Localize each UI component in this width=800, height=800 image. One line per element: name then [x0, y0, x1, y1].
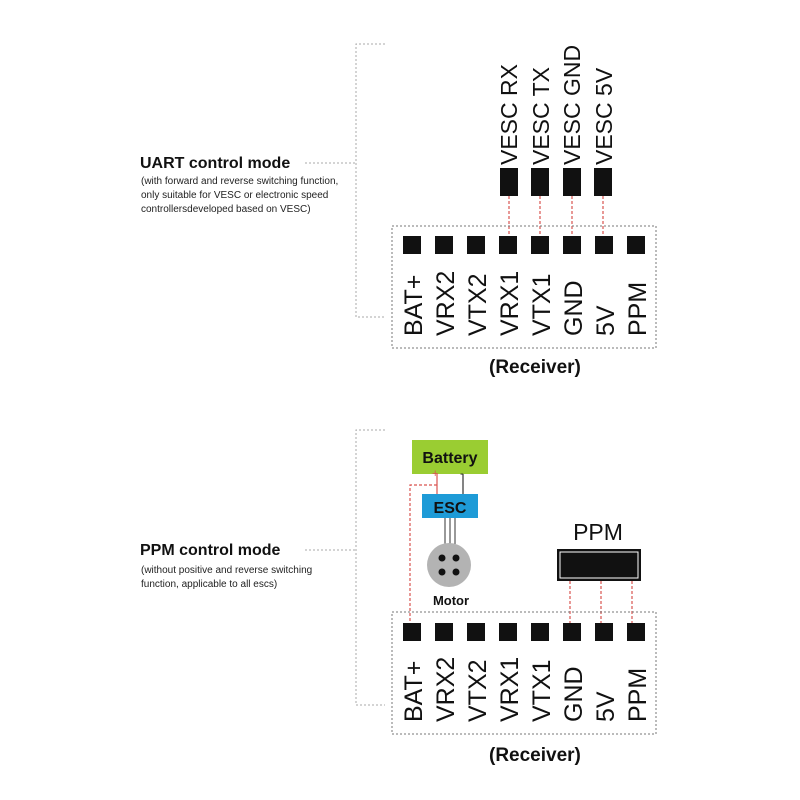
pin-vrx2: [435, 623, 453, 641]
ppm-desc-line-1: (without positive and reverse switching: [141, 565, 312, 576]
pin-label-vtx1: VTX1: [528, 659, 556, 722]
ppm-connector-outline: [559, 551, 639, 579]
ppm-title: PPM control mode: [140, 542, 281, 559]
bat-plus-wire: [409, 484, 437, 624]
wire-label-vesc-tx: VESC TX: [528, 67, 554, 165]
pin-5v: [595, 623, 613, 641]
ppm-bracket: [355, 429, 385, 706]
pin-label-5v: 5V: [592, 305, 620, 336]
motor-hole-icon: [452, 568, 460, 576]
connector-vesc-gnd: [563, 168, 581, 196]
pin-label-bat-plus: BAT+: [400, 661, 428, 722]
pin-label-vrx2: VRX2: [432, 271, 460, 336]
uart-pins: [403, 236, 645, 254]
pin-ppm: [627, 236, 645, 254]
motor-icon: [427, 543, 471, 587]
motor-hole-icon: [438, 554, 446, 562]
battery-minus: -: [460, 468, 464, 480]
motor-hole-icon: [438, 568, 446, 576]
pin-vtx1: [531, 236, 549, 254]
pin-vtx2: [467, 623, 485, 641]
uart-desc-line-3: controllersdeveloped based on VESC): [141, 204, 311, 215]
pin-label-vtx2: VTX2: [464, 659, 492, 722]
motor-hole-icon: [452, 554, 460, 562]
pin-gnd: [563, 236, 581, 254]
uart-wires: [508, 196, 604, 236]
ppm-connector-label: PPM: [573, 519, 623, 545]
pin-label-ppm: PPM: [624, 282, 652, 336]
connector-vesc-rx: [500, 168, 518, 196]
pin-label-vrx1: VRX1: [496, 657, 524, 722]
uart-title: UART control mode: [140, 155, 290, 172]
uart-section: UART control mode (with forward and reve…: [140, 43, 657, 378]
esc-label: ESC: [434, 500, 467, 517]
battery-label: Battery: [422, 450, 477, 467]
battery-box: [412, 440, 488, 474]
ppm-receiver-box: [391, 611, 657, 735]
ppm-section: PPM control mode (without positive and r…: [140, 429, 657, 766]
pin-label-vtx1: VTX1: [528, 273, 556, 336]
wire-label-vesc-gnd: VESC GND: [559, 45, 585, 165]
pin-bat-plus: [403, 623, 421, 641]
esc-box: [422, 494, 478, 518]
pin-label-vrx1: VRX1: [496, 271, 524, 336]
wire-label-vesc-rx: VESC RX: [496, 64, 522, 165]
pin-vrx2: [435, 236, 453, 254]
pin-bat-plus: [403, 236, 421, 254]
uart-receiver-box: [391, 225, 657, 349]
uart-receiver-label: (Receiver): [489, 357, 581, 378]
pin-label-vtx2: VTX2: [464, 273, 492, 336]
pin-label-5v: 5V: [592, 691, 620, 722]
pin-gnd: [563, 623, 581, 641]
ppm-pins: [403, 623, 645, 641]
pin-label-vrx2: VRX2: [432, 657, 460, 722]
uart-desc-line-2: only suitable for VESC or electronic spe…: [141, 190, 328, 201]
wire-label-vesc-5v: VESC 5V: [591, 67, 617, 165]
pin-vtx2: [467, 236, 485, 254]
battery-plus: +: [432, 468, 438, 480]
pin-vrx1: [499, 236, 517, 254]
pin-5v: [595, 236, 613, 254]
pin-vtx1: [531, 623, 549, 641]
ppm-connector: [557, 549, 641, 581]
ppm-desc-line-2: function, applicable to all escs): [141, 579, 277, 590]
pin-label-ppm: PPM: [624, 668, 652, 722]
uart-bracket: [355, 43, 385, 318]
pin-label-bat-plus: BAT+: [400, 275, 428, 336]
connector-vesc-tx: [531, 168, 549, 196]
esc-motor-wires: [444, 518, 456, 546]
ppm-receiver-label: (Receiver): [489, 745, 581, 766]
pin-ppm: [627, 623, 645, 641]
motor-label: Motor: [433, 593, 469, 608]
pin-vrx1: [499, 623, 517, 641]
connector-vesc-5v: [594, 168, 612, 196]
pin-label-gnd: GND: [560, 280, 588, 336]
uart-desc-line-1: (with forward and reverse switching func…: [141, 176, 338, 187]
ppm-wires: [569, 581, 633, 624]
pin-label-gnd: GND: [560, 666, 588, 722]
